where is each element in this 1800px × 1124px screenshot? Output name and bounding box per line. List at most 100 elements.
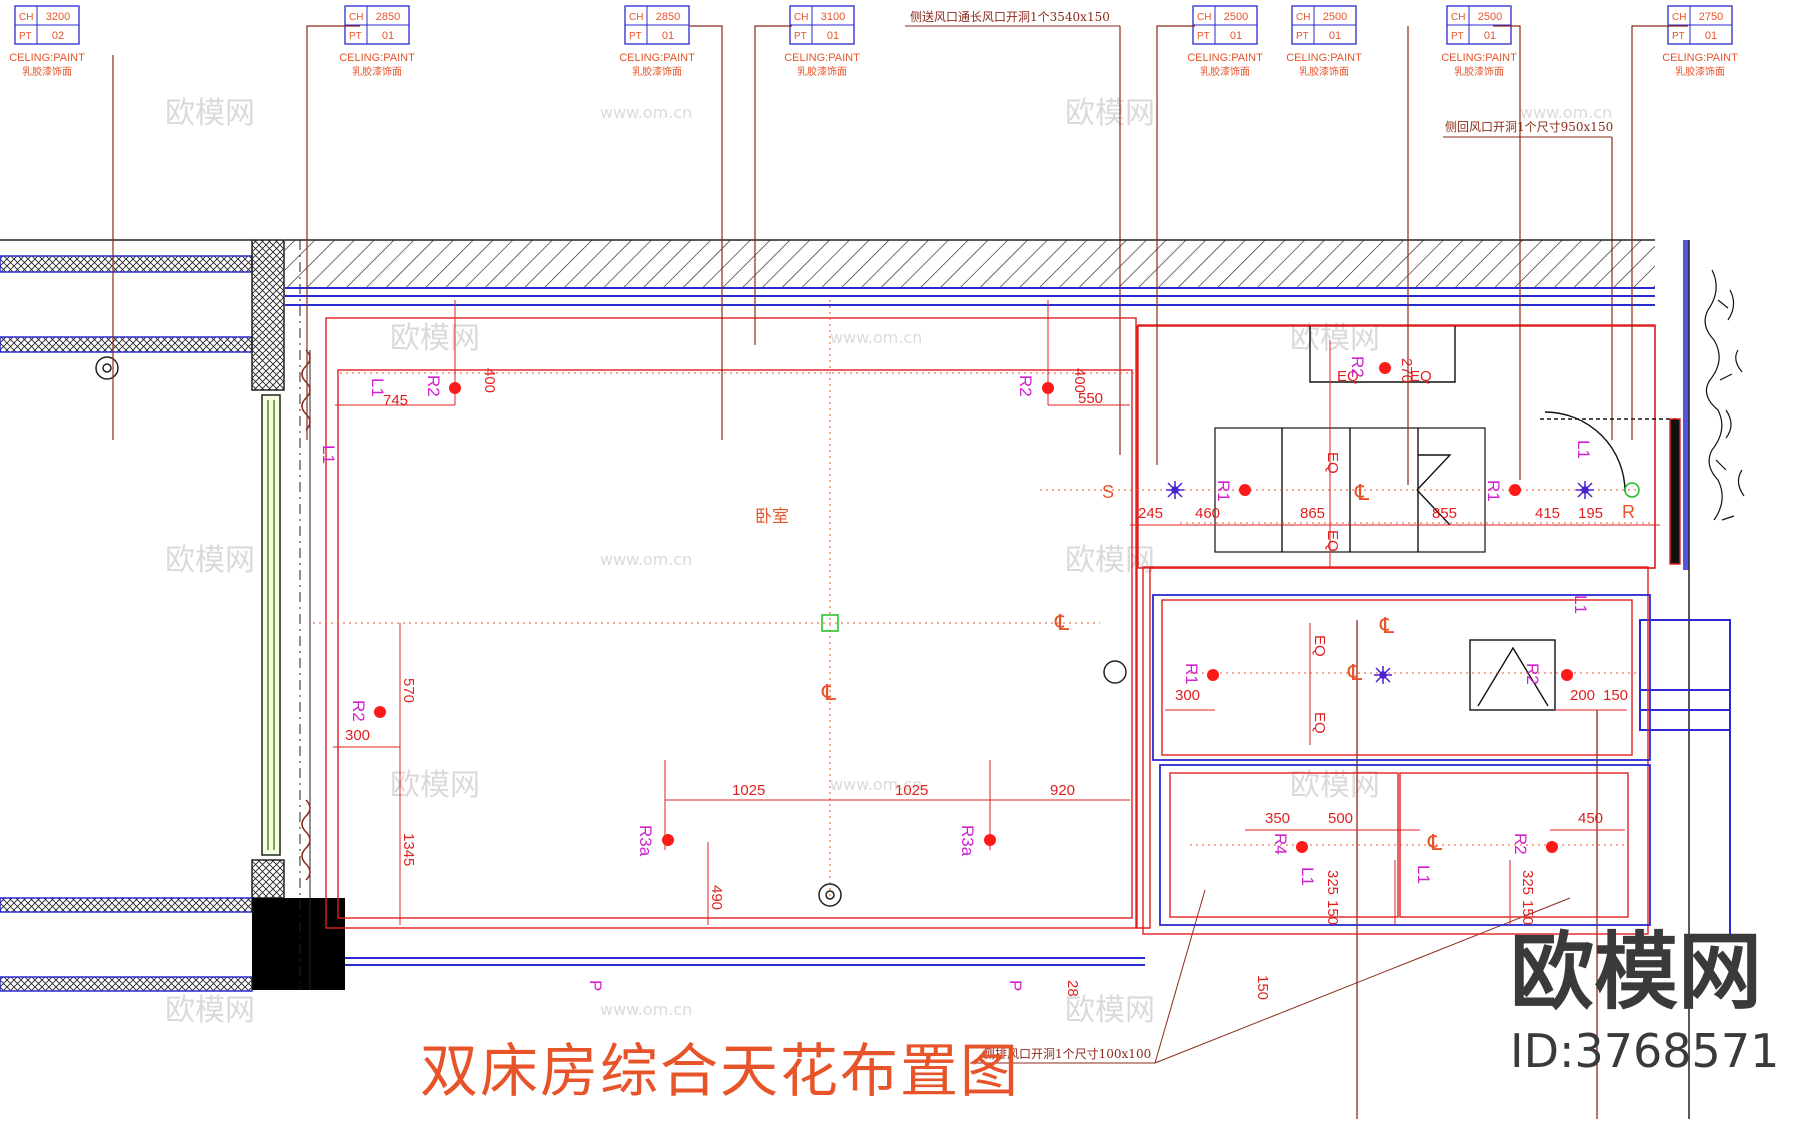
dim-500: 500 <box>1328 810 1353 827</box>
downlight-icon <box>984 834 996 846</box>
watermark-url: www.om.cn <box>1520 103 1612 122</box>
fixture-label-l1: L1 <box>1298 867 1317 886</box>
dim-490: 490 <box>708 885 725 910</box>
dim-1025: 1025 <box>732 782 765 799</box>
dim-150: 150 <box>1254 975 1271 1000</box>
fixture-label-l1: L1 <box>368 378 387 397</box>
fixture-label-l1: L1 <box>1574 440 1593 459</box>
watermark-text: 欧模网 <box>1065 96 1155 131</box>
fixture-label-r2: R2 <box>1016 375 1035 397</box>
dim-eq: EQ <box>1311 712 1328 734</box>
tag-ch-label: CH <box>1296 12 1310 23</box>
tag-pt-label: PT <box>629 31 642 42</box>
dim-eq: EQ <box>1337 368 1359 385</box>
dim-270: 270 <box>1398 358 1415 383</box>
dim-150: 150 <box>1519 900 1536 925</box>
tag-material: CELING:PAINT <box>1286 52 1362 64</box>
dimension-lines <box>333 300 1660 925</box>
watermark-text: 欧模网 <box>165 96 255 131</box>
downlight-icon <box>1561 669 1573 681</box>
fixture-label-p: P <box>1006 980 1025 991</box>
dim-325: 325 <box>1519 870 1536 895</box>
dim-300: 300 <box>1175 687 1200 704</box>
dim-245: 245 <box>1138 505 1163 522</box>
walls <box>0 239 1690 1119</box>
dim-865: 865 <box>1300 505 1325 522</box>
downlight-icon <box>1509 484 1521 496</box>
tag-ceiling-height: 2850 <box>656 11 680 23</box>
tag-material-cn: 乳胶漆饰面 <box>1299 65 1349 78</box>
tag-paint-code: 01 <box>1230 30 1242 42</box>
downlight-icon <box>662 834 674 846</box>
tag-material: CELING:PAINT <box>1441 52 1517 64</box>
dim-400: 400 <box>481 368 498 393</box>
downlight-icon <box>1239 484 1251 496</box>
dim-200: 200 <box>1570 687 1595 704</box>
access-panel-icon <box>818 883 842 907</box>
tag-leaders <box>112 25 1688 485</box>
tag-pt-label: PT <box>1197 31 1210 42</box>
dim-eq: EQ <box>1410 368 1432 385</box>
dim-1025: 1025 <box>895 782 928 799</box>
watermark-text: 欧模网 <box>165 993 255 1028</box>
downlight-icon <box>1546 841 1558 853</box>
tag-material: CELING:PAINT <box>1662 52 1738 64</box>
downlight-icon <box>1042 382 1054 394</box>
dim-350: 350 <box>1265 810 1290 827</box>
fixture-labels: R2 R2 R2 R2 R3a R3a R1 R1 R1 R2 R4 R2 L1… <box>319 356 1635 991</box>
curtain-track-icon <box>301 799 311 881</box>
fixture-label-s: S <box>1102 482 1114 502</box>
fixture-label-p: P <box>586 980 605 991</box>
centerline-symbols: ℄ ℄ ℄ ℄ ℄ ℄ <box>821 481 1443 856</box>
ceiling-tags: CHPT320002CELING:PAINT乳胶漆饰面CHPT285001CEL… <box>9 5 1738 78</box>
dim-460: 460 <box>1195 505 1220 522</box>
watermark-text: 欧模网 <box>1065 543 1155 578</box>
downlights <box>374 362 1573 853</box>
fixture-label-l1: L1 <box>1571 595 1590 614</box>
fixture-label-r4: R4 <box>1271 833 1290 855</box>
tag-pt-label: PT <box>1672 31 1685 42</box>
centerline-symbol: ℄ <box>1054 611 1070 636</box>
exhaust-vent-note: 侧排风口开洞1个尺寸100x100 <box>983 1047 1151 1061</box>
dim-400: 400 <box>1071 368 1088 393</box>
dim-28: 28 <box>1064 980 1081 997</box>
dim-1345: 1345 <box>400 833 417 866</box>
tag-paint-code: 01 <box>827 30 839 42</box>
downlight-icon <box>1207 669 1219 681</box>
watermark-text: 欧模网 <box>1290 768 1380 803</box>
dim-300: 300 <box>345 727 370 744</box>
watermark-url: www.om.cn <box>600 550 692 569</box>
spot-fixtures <box>1166 481 1594 684</box>
dim-150: 150 <box>1324 900 1341 925</box>
tag-material: CELING:PAINT <box>339 52 415 64</box>
tag-ceiling-height: 2750 <box>1699 11 1723 23</box>
logo-id: ID:3768571 <box>1510 1024 1780 1078</box>
watermark-url: www.om.cn <box>600 103 692 122</box>
dim-415: 415 <box>1535 505 1560 522</box>
return-vent-note: 侧回风口开洞1个尺寸950x150 <box>1445 120 1613 134</box>
dimension-labels: 400 400 745 550 270 570 300 1345 1025 10… <box>345 358 1628 1000</box>
duct-lines <box>285 287 1731 966</box>
watermark-text: 欧模网 <box>1065 993 1155 1028</box>
fixture-label-r2: R2 <box>349 700 368 722</box>
dim-eq: EQ <box>1311 635 1328 657</box>
dim-920: 920 <box>1050 782 1075 799</box>
tag-ch-label: CH <box>629 12 643 23</box>
tag-material-cn: 乳胶漆饰面 <box>797 65 847 78</box>
tag-material-cn: 乳胶漆饰面 <box>352 65 402 78</box>
downlight-icon <box>1379 362 1391 374</box>
curtain-track-icon <box>301 349 311 431</box>
fixture-label-r1: R1 <box>1484 480 1503 502</box>
fixture-label-r2: R2 <box>1523 663 1542 685</box>
tag-material-cn: 乳胶漆饰面 <box>1200 65 1250 78</box>
tag-ch-label: CH <box>794 12 808 23</box>
tag-ceiling-height: 2500 <box>1323 11 1347 23</box>
watermark-layer: 欧模网 www.om.cn 欧模网 www.om.cn 欧模网 www.om.c… <box>165 96 1612 1028</box>
dim-eq: EQ <box>1324 530 1341 552</box>
tag-paint-code: 01 <box>662 30 674 42</box>
supply-vent-note: 侧送风口通长风口开洞1个3540x150 <box>910 9 1110 24</box>
speaker-icon <box>1103 660 1127 684</box>
downlight-icon <box>1296 841 1308 853</box>
tag-pt-label: PT <box>1296 31 1309 42</box>
